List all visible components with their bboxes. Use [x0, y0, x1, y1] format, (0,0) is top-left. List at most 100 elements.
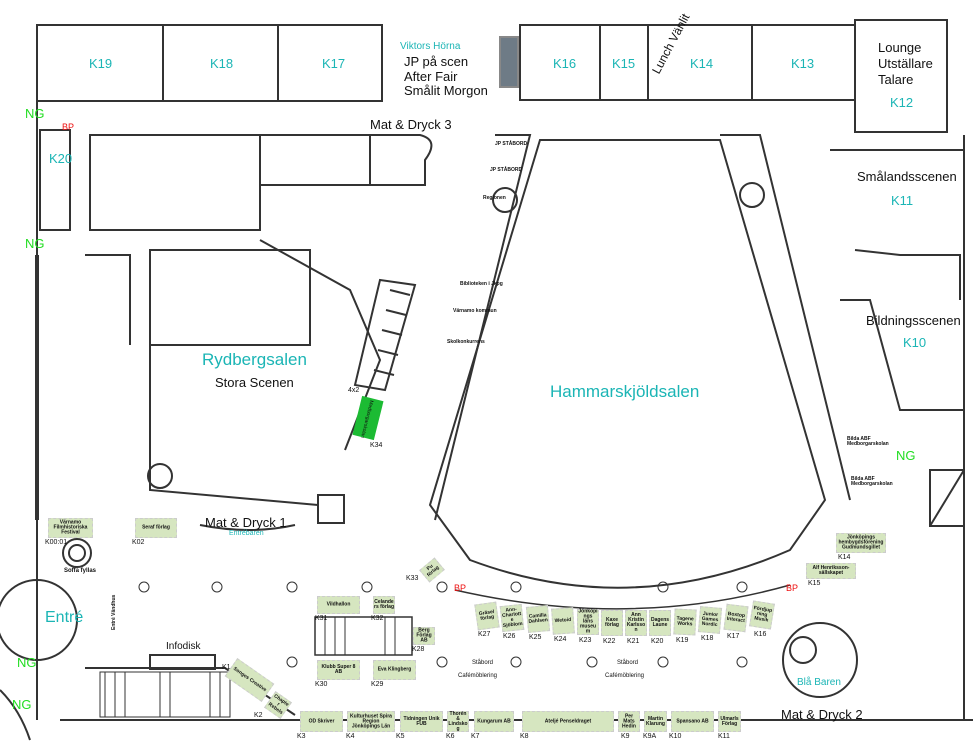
- booth-id: K17: [727, 633, 740, 640]
- booth-id: K23: [579, 637, 592, 644]
- staabord-2: Ståbord: [617, 660, 639, 666]
- booth[interactable]: Jönköpings hembygdsförening Gudmundsgill…: [836, 533, 886, 553]
- booth-name: Ulmarls Förlag: [720, 715, 739, 727]
- booth[interactable]: Fördjupning Musik: [749, 600, 775, 630]
- booth-name: Wetoid: [554, 616, 572, 625]
- ng-marker: NG: [896, 448, 916, 463]
- booth-name: Alf Henriksson-sällskapet: [812, 565, 850, 576]
- booth-name: Camilla Dahlsen: [528, 612, 549, 625]
- smalandsscenen-label: Smålandsscenen: [857, 169, 957, 184]
- booth[interactable]: Camilla Dahlsen: [525, 605, 551, 633]
- booth[interactable]: OD Skriver: [300, 711, 343, 732]
- booth[interactable]: Eva Klingberg: [373, 660, 416, 680]
- booth-id: K22: [603, 638, 616, 645]
- booth-id: K7: [471, 733, 480, 740]
- ng-marker: NG: [25, 106, 45, 121]
- room-k20: K20: [49, 151, 73, 166]
- booth[interactable]: Kulturhuset Spira Region Jönköpings Län: [347, 711, 395, 732]
- booth-name: Boxtop Interact: [726, 610, 746, 625]
- booth-name: Gräsel förlag: [478, 608, 495, 622]
- mat-dryck-3: Mat & Dryck 3: [370, 117, 452, 132]
- booth[interactable]: Boxtop Interact: [723, 603, 749, 633]
- booth[interactable]: Klubb Super 8 AB: [317, 660, 360, 680]
- booth[interactable]: Per Mats Hedin: [618, 711, 640, 732]
- booth-name: Fördjupning Musik: [753, 605, 773, 624]
- booth-id: K5: [396, 733, 405, 740]
- booth-id: K25: [529, 634, 542, 641]
- entrebaren: Entrébaren: [229, 530, 264, 537]
- room-k12: K12: [890, 95, 914, 110]
- station: Värnamo kommun: [453, 308, 497, 314]
- booth[interactable]: Junior Games Nordic: [697, 606, 723, 634]
- station: Skolkonkurrens: [447, 339, 485, 345]
- mat-dryck-1: Mat & Dryck 1: [205, 515, 287, 530]
- booth-id: K19: [676, 637, 689, 644]
- booth[interactable]: Gräsel förlag: [474, 601, 500, 631]
- booth-name: Kungarum AB: [477, 718, 511, 724]
- booth[interactable]: Dagens Laune: [649, 610, 671, 636]
- room-k15: K15: [612, 56, 636, 71]
- booth[interactable]: Tagene Works: [673, 608, 697, 636]
- booth[interactable]: Celanders förlag: [373, 596, 395, 614]
- booth[interactable]: Berg Förlag AB: [413, 627, 435, 645]
- booth-name: Junior Games Nordic: [701, 610, 719, 629]
- booth-id: K9A: [643, 733, 657, 740]
- booth[interactable]: Vildhallon: [317, 596, 360, 614]
- booth-id: K14: [838, 554, 851, 561]
- booth-name: Vildhallon: [326, 601, 351, 608]
- booth-id: K8: [520, 733, 529, 740]
- hammarskjoldsalen-label: Hammarskjöldsalen: [550, 382, 700, 401]
- booth[interactable]: Wetoid: [551, 607, 575, 635]
- booth-name: Klubb Super 8 AB: [321, 664, 356, 675]
- booth[interactable]: Alf Henriksson-sällskapet: [806, 563, 856, 579]
- booth[interactable]: Thorén & Lindskog: [447, 711, 469, 732]
- booth-name: Ateljé Penseldraget: [544, 718, 592, 724]
- booth[interactable]: Ann-Charlotte Sjöblom: [499, 603, 525, 633]
- booth[interactable]: Jönköpings läns museum: [577, 609, 599, 635]
- room-k10: K10: [903, 335, 927, 350]
- booth-id: K28: [412, 646, 425, 653]
- booth-name: Spansano AB: [676, 718, 709, 724]
- booth-name: Kaxe förlag: [605, 617, 619, 628]
- booth-name: Berg Förlag AB: [416, 627, 432, 644]
- booth[interactable]: Kaxe förlag: [601, 610, 623, 636]
- lounge-line: Lounge: [878, 40, 922, 55]
- booth[interactable]: Ann Kristin Karlsson: [625, 610, 647, 636]
- booth[interactable]: Kungarum AB: [474, 711, 514, 732]
- booth-id: K30: [315, 681, 328, 688]
- booth-id: K15: [808, 580, 821, 587]
- room-k13: K13: [791, 56, 815, 71]
- jp-scen-label: JP på scen After Fair Smålit Morgon: [404, 54, 488, 99]
- booth-id: K02: [132, 539, 145, 546]
- soffa-label: Soffa fyllas: [64, 568, 97, 574]
- booth-name: Martin Klarung: [646, 715, 665, 727]
- booth-name: Tidningen Unik FUB: [403, 715, 440, 727]
- booth-id: K24: [554, 636, 567, 643]
- booth[interactable]: Martin Klarung: [644, 711, 667, 732]
- jp-line: JP på scen: [404, 54, 469, 69]
- station: Regionen: [483, 195, 506, 201]
- booth-id: K29: [371, 681, 384, 688]
- booth-id: K6: [446, 733, 455, 740]
- booth-name: Eva Klingberg: [377, 666, 412, 673]
- booth[interactable]: Ulmarls Förlag: [718, 711, 741, 732]
- booth[interactable]: Seraf förlag: [135, 518, 177, 538]
- booth-name: Jönköpings läns museum: [578, 608, 598, 635]
- booth[interactable]: Spansano AB: [671, 711, 714, 732]
- booth-id: K16: [754, 631, 767, 638]
- booth-name: Dagens Laune: [650, 617, 670, 628]
- ng-marker: NG: [12, 697, 32, 712]
- mat-dryck-2: Mat & Dryck 2: [781, 707, 863, 722]
- entre-vandhus: Entré Vändhus: [111, 594, 117, 630]
- booth-name: OD Skriver: [308, 718, 335, 724]
- room-k14: K14: [690, 56, 714, 71]
- room-k19: K19: [89, 56, 113, 71]
- booth[interactable]: Tidningen Unik FUB: [400, 711, 443, 732]
- booth[interactable]: Ateljé Penseldraget: [522, 711, 614, 732]
- booth-name: Celanders förlag: [374, 599, 395, 610]
- bp-marker: BP: [786, 583, 799, 593]
- booth-k34-label: Medborgarskolan: [359, 399, 375, 439]
- booth[interactable]: Värnamo Filmhistoriska Festival: [48, 518, 93, 538]
- jp-line: Smålit Morgon: [404, 83, 488, 98]
- lounge-label: Lounge Utställare Talare: [878, 40, 933, 88]
